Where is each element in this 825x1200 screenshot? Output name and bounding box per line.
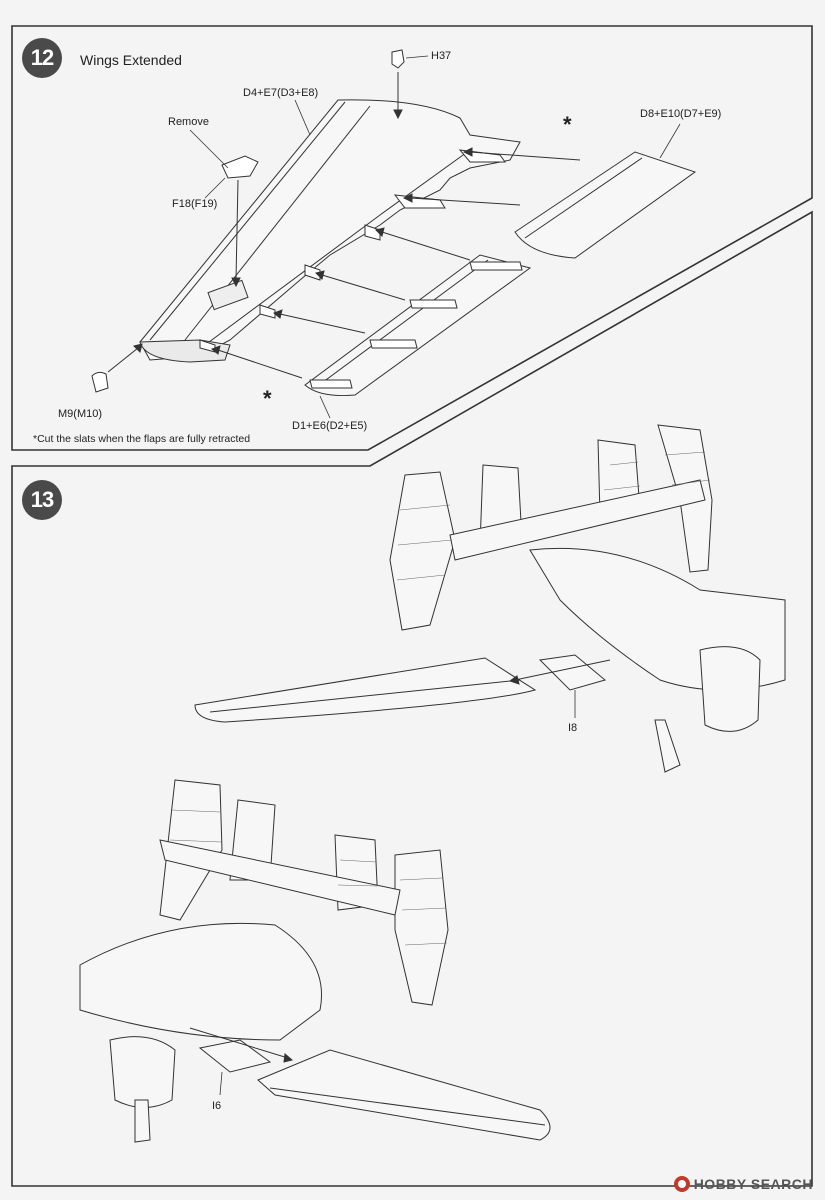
hobbysearch-logo-icon: [673, 1176, 690, 1192]
step12-arrowhead-flap-4: [315, 270, 325, 280]
step13-arrowhead-upper: [508, 675, 520, 685]
step13-arrow-upper: [514, 659, 611, 681]
step13-upper-stabilizer: [449, 479, 706, 561]
step12-number-badge: 12: [22, 38, 62, 78]
step13-arrowhead-lower: [283, 1053, 294, 1063]
step13-panel-frame: [11, 210, 813, 1187]
step13-lower-engine: [109, 1036, 176, 1108]
step12-label-m9: M9(M10): [58, 408, 103, 420]
step12-arrow-flap-2: [409, 197, 521, 206]
step13-lower-fin-grid: [169, 809, 448, 946]
step12-arrowhead-flap-3: [375, 227, 385, 237]
step12-arrow-flap-1: [469, 151, 581, 161]
step13-lower-fuselage: [79, 922, 322, 1041]
step12-leader-h37: [405, 55, 429, 59]
step12-leader-d8e10: [659, 123, 681, 159]
step12-flap-fitting-4: [309, 379, 353, 389]
step12-arrowhead-flap-6: [211, 345, 221, 355]
step12-label-d1e6: D1+E6(D2+E5): [292, 420, 368, 432]
step13-upper-i8-part: [538, 654, 607, 691]
step12-wing-spar-line: [149, 101, 346, 341]
step12-arrow-flap-6: [217, 349, 303, 379]
step12-leader-f18: [204, 177, 226, 199]
step13-upper-engine: [699, 646, 761, 732]
step12-number: 12: [30, 45, 55, 70]
step13-arrow-lower: [189, 1027, 289, 1059]
step12-arrow-flap-3: [381, 231, 471, 261]
step13-lower-stabilizer: [159, 839, 401, 916]
step12-outer-flap: [514, 151, 697, 259]
step12-f18-mount: [207, 279, 249, 311]
step12-wing-hinge-line: [204, 149, 471, 346]
step12-outer-flap-line: [524, 157, 643, 239]
step12-arrow-m9: [107, 347, 139, 373]
step12-leader-d4e7: [294, 99, 311, 136]
step13-lower-wing-line: [269, 1087, 546, 1126]
step12-asterisk-top: *: [563, 112, 572, 137]
step13-number: 13: [30, 487, 55, 512]
step12-arrowhead-flap-2: [402, 193, 413, 203]
step12-label-h37: H37: [431, 50, 452, 62]
hobbysearch-watermark: HOBBY SEARCH: [673, 1176, 813, 1192]
step12-hinge-arm-4: [304, 264, 321, 281]
step12-leader-d1e6: [319, 395, 331, 419]
step12-flap-fitting-3: [369, 339, 418, 349]
step12-arrow-flap-4: [321, 274, 406, 301]
step13-lower-wing: [257, 1049, 551, 1141]
step12-panel-frame: [11, 25, 813, 451]
step13-upper-fin-1: [389, 471, 456, 631]
step12-inner-flap: [304, 254, 532, 396]
step13-upper-wing: [194, 657, 537, 723]
step12-flap-fitting-1: [469, 261, 523, 271]
step12-leader-remove: [189, 129, 229, 169]
step13-number-badge: 13: [22, 480, 62, 520]
step12-remove-part: [221, 155, 259, 179]
step13-lower-i6-part: [198, 1039, 272, 1073]
step13-lower-fin-4: [394, 849, 449, 1006]
step12-inner-flap-line: [314, 259, 489, 389]
step12-arrowhead-m9: [133, 343, 143, 353]
step12-label-d4e7: D4+E7(D3+E8): [243, 87, 319, 99]
step12-title: Wings Extended: [80, 52, 182, 68]
step12-arrowhead-f18: [231, 277, 241, 288]
step13-upper-wing-line: [209, 679, 521, 713]
step12-asterisk-bottom: *: [263, 386, 272, 411]
step13-upper-landing-gear: [654, 719, 681, 773]
step13-upper-fin-grid: [396, 451, 711, 581]
step13-leader-i6: [219, 1071, 223, 1096]
step12-hinge-arm-3: [364, 224, 381, 241]
step12-arrowhead-h37: [393, 109, 403, 120]
step12-flap-fitting-2: [409, 299, 458, 309]
step12-label-f18: F18(F19): [172, 198, 218, 210]
step12-hinge-arm-5: [259, 304, 276, 319]
step12-arrow-f18: [235, 179, 239, 281]
step12-m9-part: [91, 371, 109, 393]
step12-arrow-flap-5: [279, 313, 366, 334]
step12-label-remove: Remove: [168, 116, 209, 128]
step12-arrowhead-flap-5: [273, 309, 283, 319]
step12-label-d8e10: D8+E10(D7+E9): [640, 108, 722, 120]
step13-lower-landing-gear: [134, 1099, 151, 1143]
hobbysearch-brand: HOBBY SEARCH: [693, 1176, 813, 1192]
step13-label-i8: I8: [568, 722, 578, 734]
step13-label-i6: I6: [212, 1100, 222, 1112]
step12-h37-part: [391, 49, 405, 69]
step12-arrowhead-flap-1: [462, 147, 473, 157]
step12-cut-note: *Cut the slats when the flaps are fully …: [33, 433, 251, 445]
